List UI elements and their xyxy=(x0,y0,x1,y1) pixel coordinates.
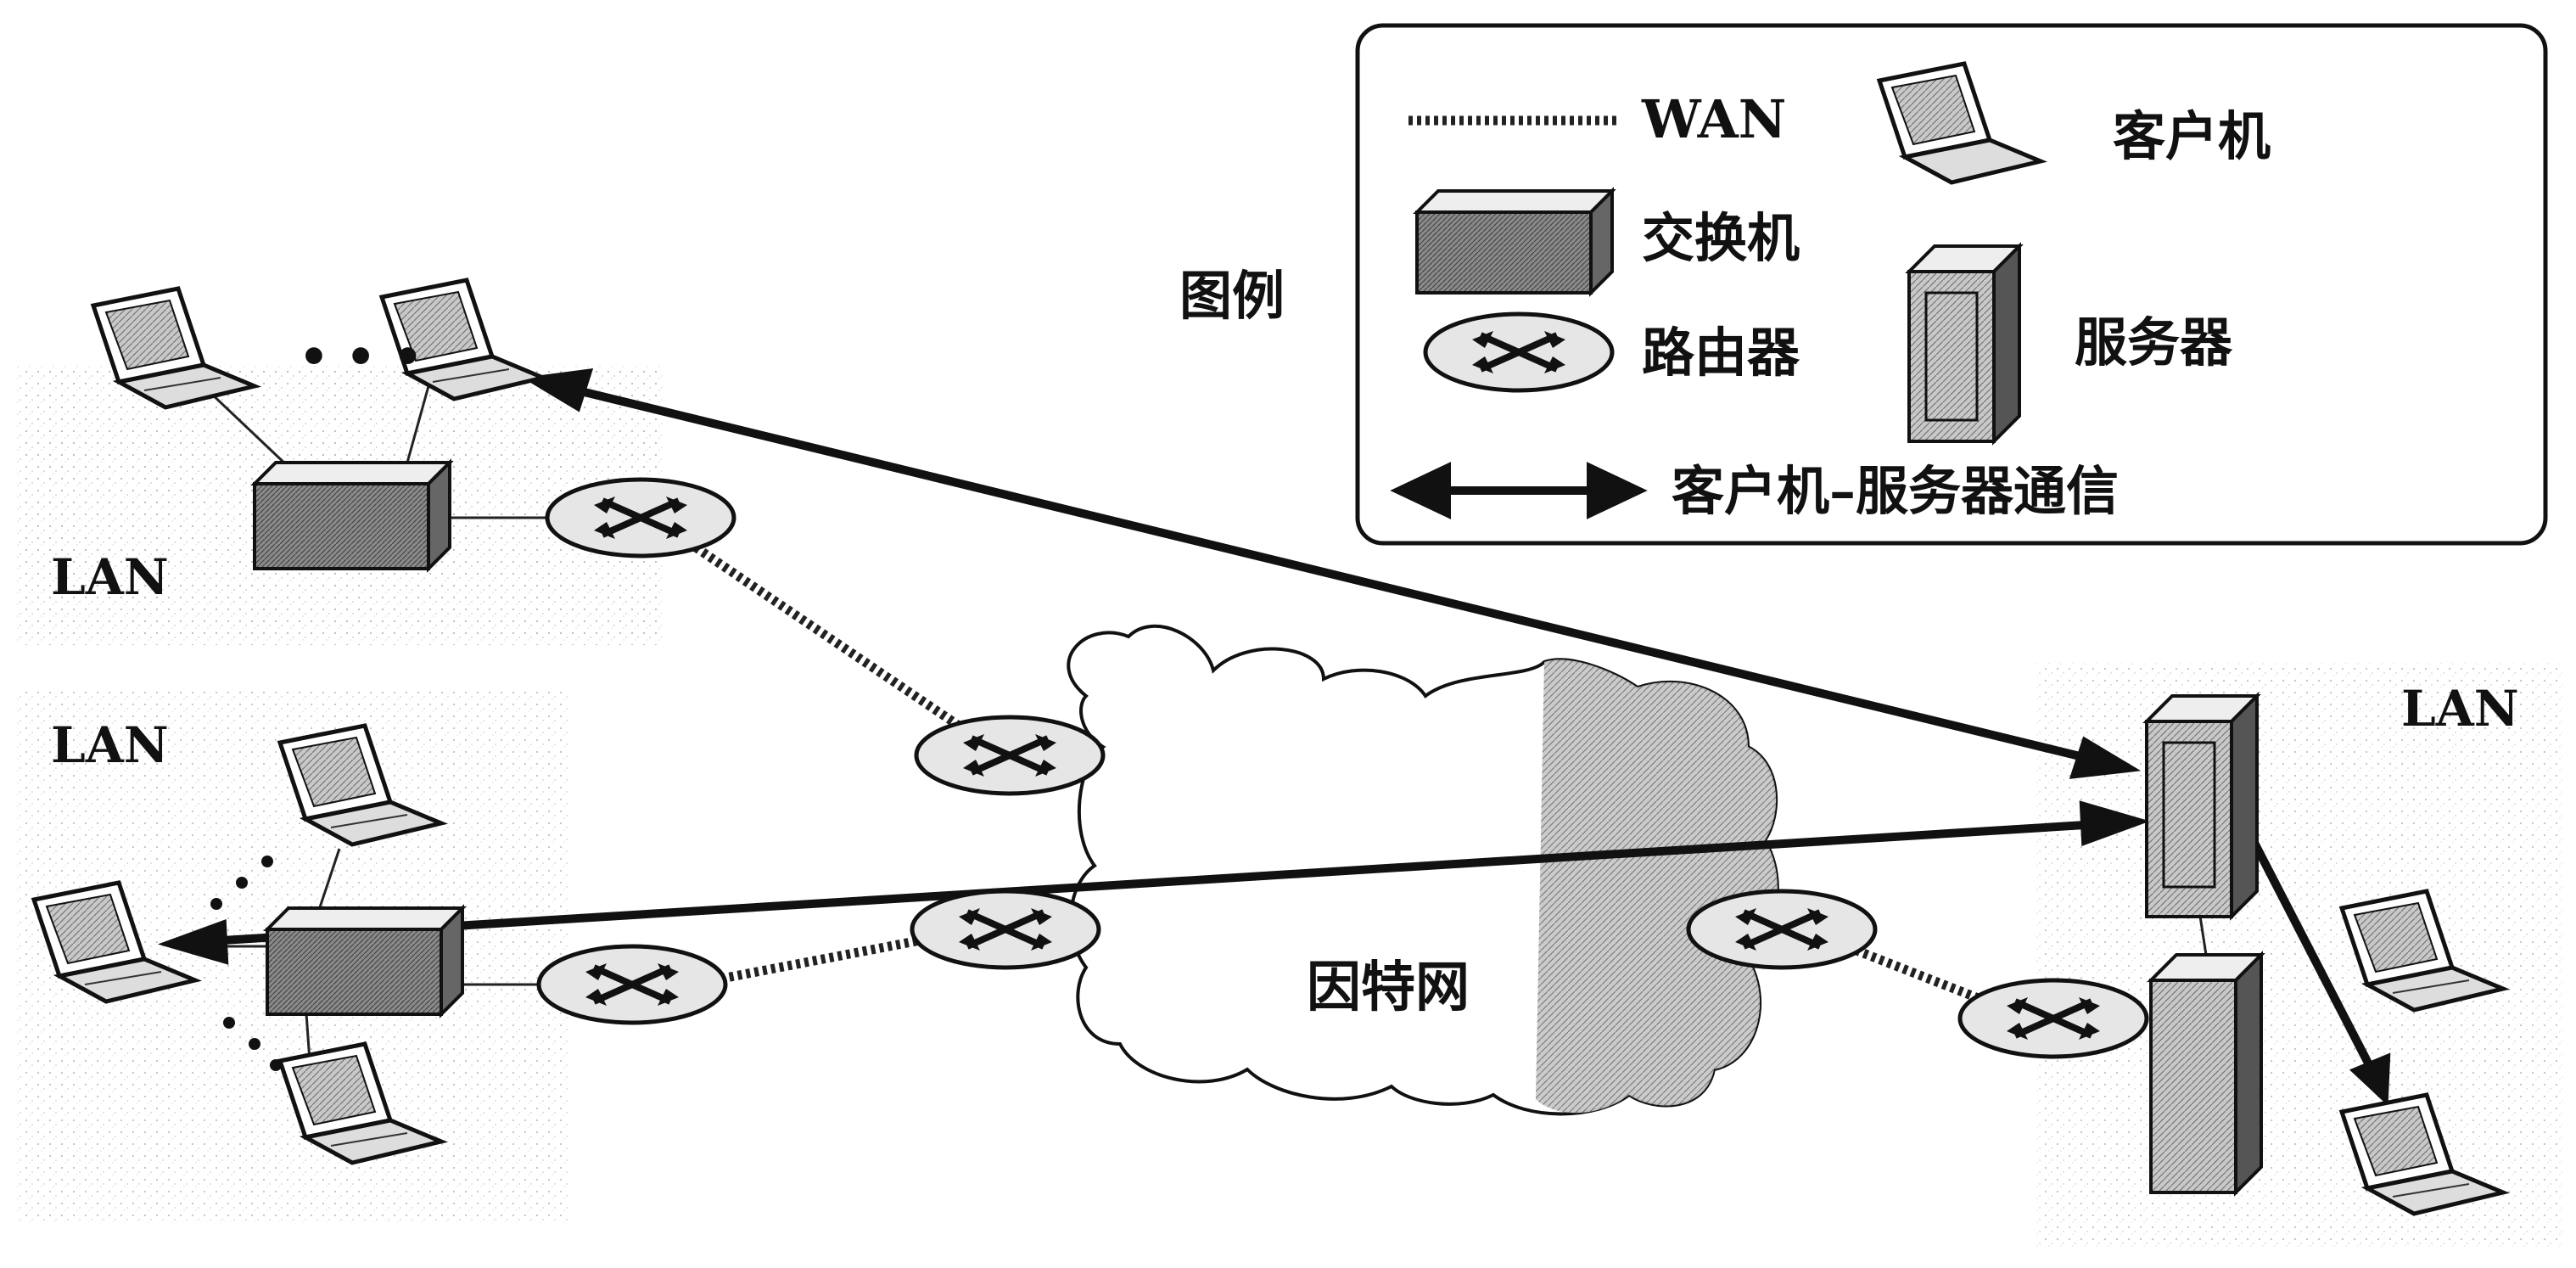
router-cloud-left[interactable] xyxy=(910,889,1101,970)
ellipsis-dots: • • • xyxy=(299,329,423,385)
router-cloud-top[interactable] xyxy=(914,715,1106,796)
lan-label-mid-left: LAN xyxy=(51,716,169,774)
router-cloud-right[interactable] xyxy=(1686,889,1878,970)
router-right[interactable] xyxy=(1957,978,2149,1059)
wan-link-mid-left xyxy=(711,933,935,985)
dots-ml-lower xyxy=(223,1017,282,1071)
switch-mid-left[interactable] xyxy=(263,904,467,1018)
router-top-left[interactable] xyxy=(545,477,736,558)
dots-ml-upper xyxy=(210,856,273,910)
laptop-ml-left[interactable] xyxy=(31,880,203,1004)
switch-top-left[interactable] xyxy=(250,458,454,573)
laptop-r-2[interactable] xyxy=(2338,1092,2511,1216)
legend-server-icon xyxy=(1905,242,2024,446)
legend-server-label: 服务器 xyxy=(2075,311,2233,373)
legend-switch-label: 交换机 xyxy=(1642,207,1800,269)
legend-router-label: 路由器 xyxy=(1642,322,1800,384)
comm-arrow-mid xyxy=(194,819,2114,946)
laptop-tl-2[interactable] xyxy=(378,278,551,401)
legend-router-icon xyxy=(1423,311,1615,393)
laptop-ml-bottom[interactable] xyxy=(277,1041,449,1165)
comm-arrows xyxy=(157,368,2391,1107)
lan-label-right: LAN xyxy=(2401,680,2519,738)
comm-arrow-top xyxy=(558,382,2106,766)
wan-link-top-left xyxy=(692,543,962,730)
laptop-ml-top[interactable] xyxy=(277,723,449,847)
legend: 图例 WAN 客户机 交换机 路由器 服务器 xyxy=(1179,23,2548,546)
legend-comm-label: 客户机–服务器通信 xyxy=(1672,460,2119,522)
legend-client-icon xyxy=(1876,61,2048,185)
internet-label: 因特网 xyxy=(1307,956,1470,1019)
laptop-tl-1[interactable] xyxy=(90,286,262,410)
server-right-bottom[interactable] xyxy=(2147,951,2265,1197)
lan-label-top-left: LAN xyxy=(51,548,169,606)
router-mid-left[interactable] xyxy=(536,944,728,1025)
legend-comm-icon xyxy=(1390,462,1648,519)
legend-title: 图例 xyxy=(1179,265,1285,327)
laptop-r-1[interactable] xyxy=(2338,889,2511,1013)
comm-arrow-right xyxy=(2236,812,2380,1080)
lan-area-right xyxy=(2036,662,2562,1248)
legend-wan-label: WAN xyxy=(1641,88,1786,150)
legend-client-label: 客户机 xyxy=(2113,105,2271,167)
legend-switch-icon xyxy=(1413,187,1616,297)
server-right-top[interactable] xyxy=(2142,692,2261,921)
